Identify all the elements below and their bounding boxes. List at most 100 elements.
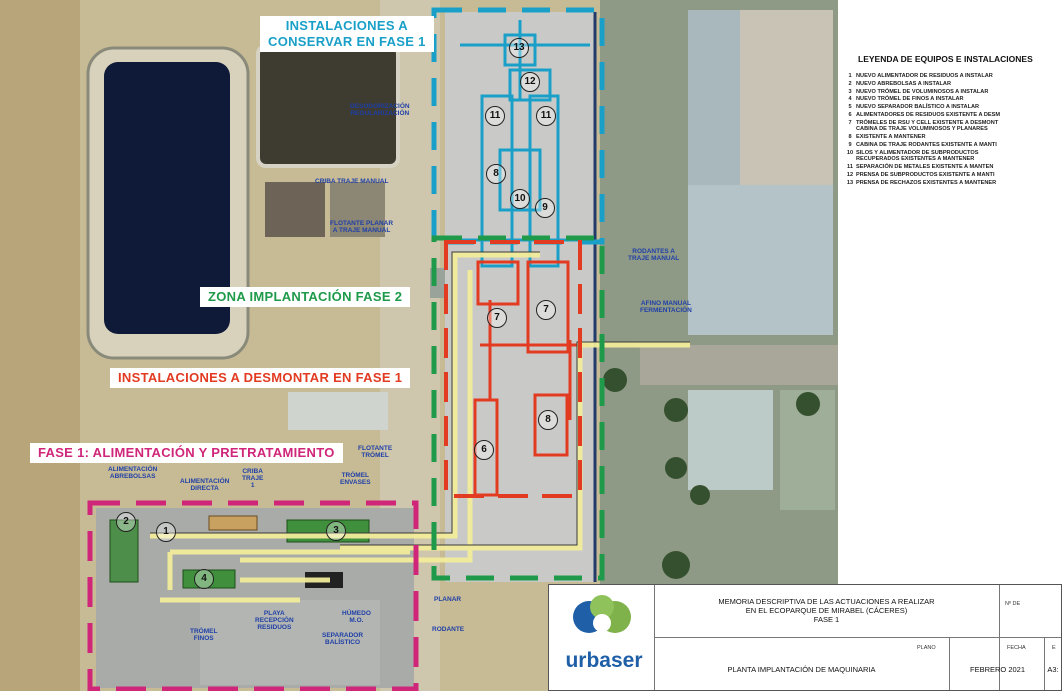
label-alim-1: ALIMENTACIÓN ABREBOLSAS xyxy=(108,466,158,480)
legend-item-number: 9 xyxy=(848,142,852,148)
legend-item-number: 3 xyxy=(848,88,852,95)
marker-6: 6 xyxy=(474,440,494,460)
nde-label: Nº DE xyxy=(1005,601,1021,607)
legend-item-number: 6 xyxy=(848,112,852,118)
label-trommel-finos: TRÓMEL FINOS xyxy=(190,628,218,642)
legend-item-number: 13 xyxy=(846,179,854,186)
plano-text: PLANTA IMPLANTACIÓN DE MAQUINARIA xyxy=(727,665,876,674)
label-flotante-trommel: FLOTANTE TRÓMEL xyxy=(358,445,393,459)
marker-7b: 7 xyxy=(536,300,556,320)
label-rodante: RODANTE xyxy=(432,626,465,633)
e-label: E xyxy=(1052,645,1056,651)
legend-item: 8 EXISTENTE A MANTENER xyxy=(844,134,926,141)
field-left xyxy=(0,0,80,691)
legend-item: 9 CABINA DE TRAJE RODANTES EXISTENTE A MA… xyxy=(844,142,997,148)
legend-item-number: 7 xyxy=(848,119,852,126)
legend-item: 7 TRÓMELES DE RSU Y CELL EXISTENTE A DESM… xyxy=(844,120,998,133)
title-block: urbaser MEMORIA DESCRIPTIVA DE LAS ACTUA… xyxy=(548,584,1062,691)
marker-12: 12 xyxy=(520,72,540,92)
legend-item-number: 11 xyxy=(847,164,853,171)
marker-3: 3 xyxy=(326,521,346,541)
label-alim-2: ALIMENTACIÓN DIRECTA xyxy=(180,478,230,492)
legend-item-text: NUEVO TRÓMEL DE FINOS A INSTALAR xyxy=(856,96,964,103)
legend-item-text: EXISTENTE A MANTENER xyxy=(856,134,926,141)
legend-item: 4 NUEVO TRÓMEL DE FINOS A INSTALAR xyxy=(844,96,964,103)
tree-6 xyxy=(690,485,710,505)
tree-3 xyxy=(665,457,687,479)
equipment-1 xyxy=(208,515,258,531)
legend-item-number: 8 xyxy=(848,134,852,141)
phase-title-conserve: INSTALACIONES A CONSERVAR EN FASE 1 xyxy=(260,16,434,52)
legend-item-text: NUEVO ALIMENTADOR DE RESIDUOS A INSTALAR xyxy=(856,73,993,79)
legend-item: 1 NUEVO ALIMENTADOR DE RESIDUOS A INSTALA… xyxy=(844,73,993,79)
legend-item-text: NUEVO ABREBOLSAS A INSTALAR xyxy=(856,80,951,87)
tree-4 xyxy=(796,392,820,416)
label-trommel-manual: CRIBA TRAJE MANUAL xyxy=(315,178,389,185)
legend-item-number: 1 xyxy=(848,73,852,79)
marker-13: 13 xyxy=(509,38,529,58)
marker-8a: 8 xyxy=(538,410,558,430)
tree-1 xyxy=(603,368,627,392)
warehouse-low xyxy=(688,390,773,490)
phase-title-phase1: FASE 1: ALIMENTACIÓN Y PRETRATAMIENTO xyxy=(30,443,343,463)
road-right xyxy=(640,345,838,385)
pond-water xyxy=(104,62,230,334)
legend-item-text: SEPARACIÓN DE METALES EXISTENTE A MANTEN xyxy=(856,164,994,171)
size-text: A3: xyxy=(1047,665,1059,674)
frame-phase1 xyxy=(87,500,419,691)
urbaser-logo-icon xyxy=(573,595,631,633)
memoria-text: MEMORIA DESCRIPTIVA DE LAS ACTUACIONES A… xyxy=(718,597,935,624)
marker-11b: 11 xyxy=(536,106,556,126)
reception-slab xyxy=(200,600,380,685)
legend-item-number: 4 xyxy=(848,96,852,103)
legend-item-text: ALIMENTADORES DE RESIDUOS EXISTENTE A DE… xyxy=(856,112,1000,118)
marker-8b: 8 xyxy=(486,164,506,184)
label-trommel-envases: TRÓMEL ENVASES xyxy=(340,472,371,486)
tree-5 xyxy=(662,551,690,579)
phase-title-dismantle: INSTALACIONES A DESMONTAR EN FASE 1 xyxy=(110,368,411,388)
marker-4: 4 xyxy=(194,569,214,589)
legend-item-text: NUEVO SEPARADOR BALÍSTICO A INSTALAR xyxy=(856,104,980,111)
label-separador: SEPARADOR BALÍSTICO xyxy=(322,632,364,646)
legend-item: 2 NUEVO ABREBOLSAS A INSTALAR xyxy=(844,81,951,87)
fecha-label: FECHA xyxy=(1007,645,1026,651)
aerial-plan-map: INSTALACIONES A CONSERVAR EN FASE 1 ZONA… xyxy=(0,0,838,691)
legend-item-number: 10 xyxy=(846,149,854,156)
marker-9: 9 xyxy=(535,198,555,218)
site-drawing xyxy=(0,0,838,691)
marker-1: 1 xyxy=(156,522,176,542)
old-building-2 xyxy=(330,182,385,237)
fecha-text: FEBRERO 2021 xyxy=(969,665,1026,674)
marker-2: 2 xyxy=(116,512,136,532)
label-playa: PLAYA RECEPCIÓN RESIDUOS xyxy=(255,610,294,631)
legend-item-number: 2 xyxy=(848,80,852,87)
parking xyxy=(288,392,388,430)
conveyors-outline xyxy=(150,251,690,546)
label-criba: CRIBA TRAJE 1 xyxy=(242,468,264,489)
legend-item-text: SILOS Y ALIMENTADOR DE SUBPRODUCTOS RECU… xyxy=(856,149,979,163)
legend-item-text: TRÓMELES DE RSU Y CELL EXISTENTE A DESMO… xyxy=(856,119,999,133)
label-flotante: FLOTANTE PLANAR A TRAJE MANUAL xyxy=(330,220,394,234)
old-building xyxy=(265,182,325,237)
legend-item-text: CABINA DE TRAJE RODANTES EXISTENTE A MAN… xyxy=(856,142,997,148)
marker-7a: 7 xyxy=(487,308,507,328)
marker-11a: 11 xyxy=(485,106,505,126)
label-planar: PLANAR xyxy=(434,596,462,603)
label-afino: AFINO MANUAL FERMENTACIÓN xyxy=(640,300,692,314)
marker-10: 10 xyxy=(510,189,530,209)
urbaser-logo-text: urbaser xyxy=(565,649,643,672)
legend-item: 6 ALIMENTADORES DE RESIDUOS EXISTENTE A D… xyxy=(844,112,1000,118)
legend-item-text: PRENSA DE SUBPRODUCTOS EXISTENTE A MANTI xyxy=(856,172,995,178)
legend-item-text: PRENSA DE RECHAZOS EXISTENTES A MANTENER xyxy=(856,179,997,186)
label-humedo: HÚMEDO M.O. xyxy=(342,610,371,624)
legend-title: LEYENDA DE EQUIPOS E INSTALACIONES xyxy=(858,54,1033,64)
phase-title-zone2: ZONA IMPLANTACIÓN FASE 2 xyxy=(200,287,411,307)
plano-label: PLANO xyxy=(917,645,936,651)
tree-2 xyxy=(664,398,688,422)
